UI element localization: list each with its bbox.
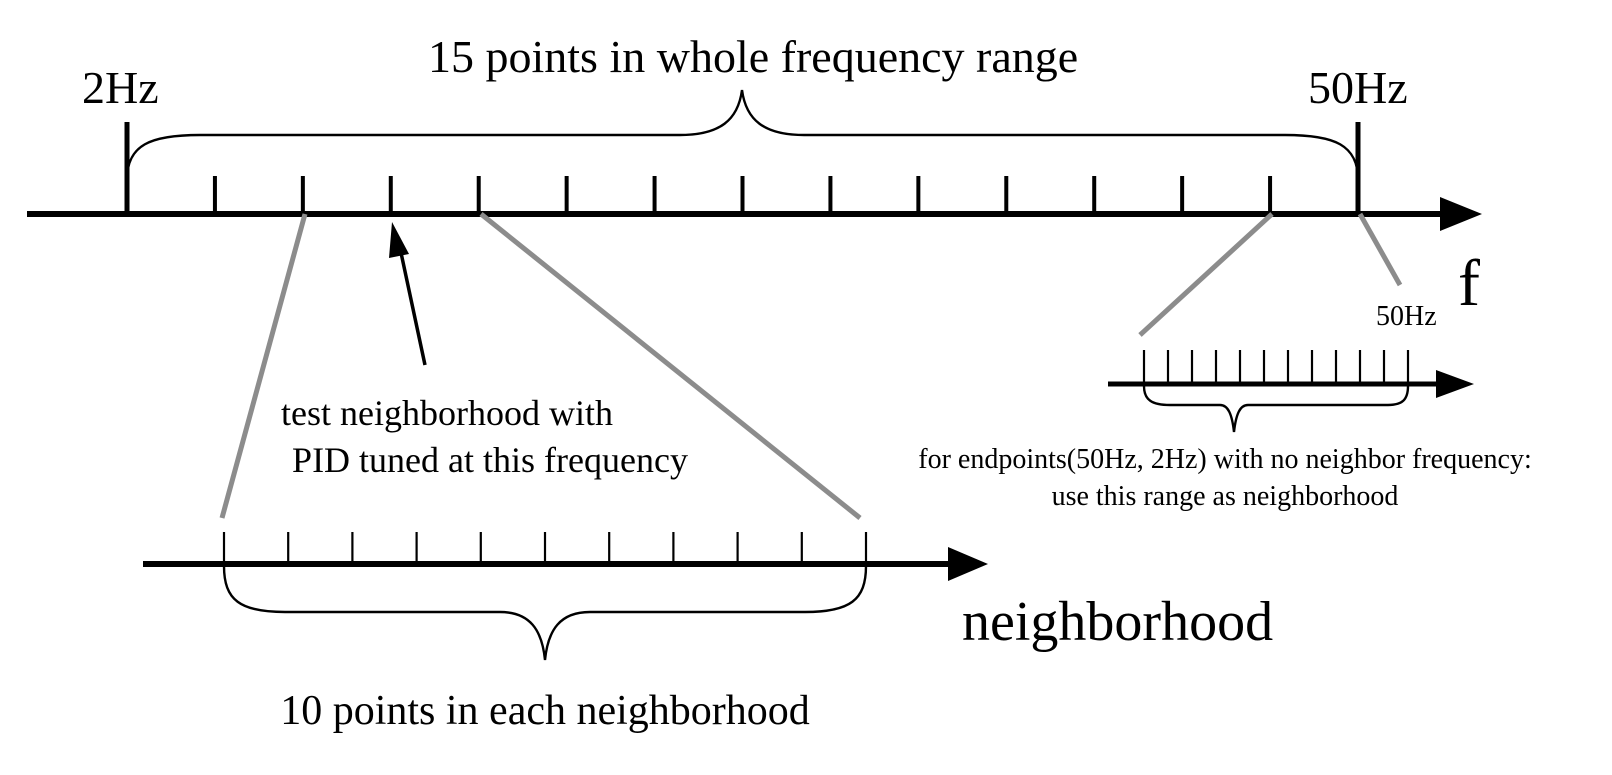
endpoint-right-connector: [1357, 212, 1403, 287]
neighborhood-right-connector: [479, 212, 862, 520]
endpoint-axis-arrowhead: [1436, 370, 1474, 398]
endpoint-axis-ticks: [1142, 350, 1410, 384]
endpoint-left-connector: [1138, 212, 1274, 337]
neighborhood-points-label: 10 points in each neighborhood: [280, 688, 810, 734]
neighborhood-left-connector: [219, 213, 308, 519]
neighborhood-axis-label: neighborhood: [962, 591, 1273, 653]
main-axis-arrowhead: [1440, 197, 1482, 231]
neighborhood-axis-ticks: [222, 532, 868, 564]
neighborhood-axis: [143, 547, 988, 581]
endpoint-axis: [1108, 370, 1474, 398]
endpoint-value-label: 50Hz: [1376, 301, 1437, 332]
range-end-label: 50Hz: [1308, 62, 1408, 113]
axis-variable-label: f: [1458, 247, 1480, 320]
pointer-arrow-head: [389, 222, 409, 258]
whole-range-label: 15 points in whole frequency range: [428, 31, 1078, 82]
endpoint-note-line-2: use this range as neighborhood: [1052, 481, 1399, 512]
annotation-line-2: PID tuned at this frequency: [292, 440, 688, 480]
neighborhood-brace: [222, 565, 868, 661]
neighborhood-axis-arrowhead: [948, 547, 988, 581]
main-axis-ticks: [212, 176, 1273, 214]
annotation-line-1: test neighborhood with: [281, 393, 613, 433]
main-axis: [27, 197, 1482, 231]
endpoint-note-line-1: for endpoints(50Hz, 2Hz) with no neighbo…: [918, 444, 1532, 475]
pointer-arrow-shaft: [398, 247, 427, 366]
endpoint-brace: [1142, 385, 1410, 433]
range-start-label: 2Hz: [82, 62, 159, 113]
whole-range-brace: [125, 89, 1360, 181]
